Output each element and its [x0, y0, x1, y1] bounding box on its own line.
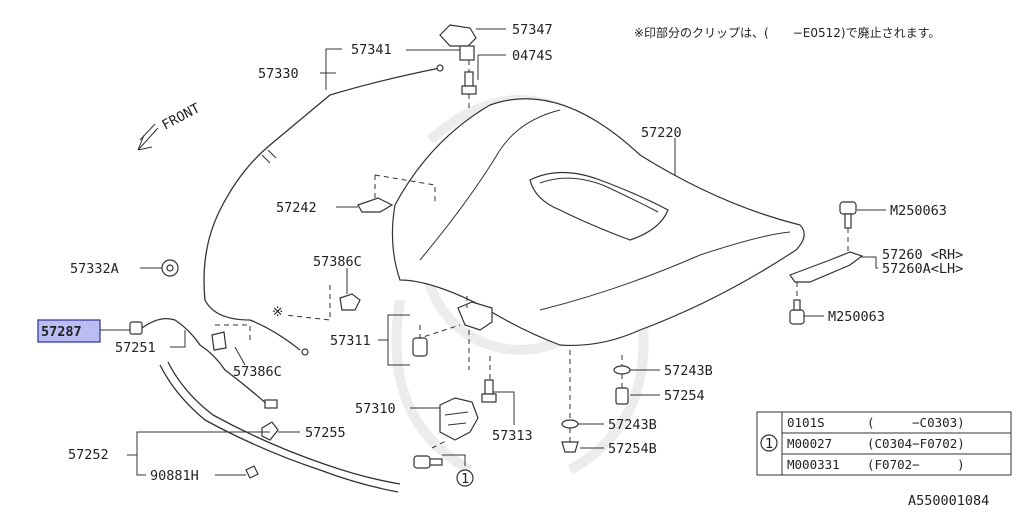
- part-M250063-lower: [789, 299, 805, 325]
- part-57386C-clip-lower: [211, 331, 227, 351]
- label-57386C-lower: 57386C: [233, 364, 282, 380]
- part-57251-release-lever: [141, 317, 269, 406]
- cable-upper-end: [436, 64, 444, 72]
- label-57254B: 57254B: [608, 441, 657, 457]
- lever-end: [264, 399, 278, 409]
- leader-dash: [215, 285, 331, 340]
- label-57243B-lower: 57243B: [608, 417, 657, 433]
- leader-dash: [419, 296, 470, 370]
- table-callout-circle: [760, 434, 778, 452]
- label-57311: 57311: [330, 333, 371, 349]
- part-M250063-upper: [839, 201, 857, 229]
- part-bolt-callout-1: [413, 455, 443, 469]
- clip-mark: ※: [272, 304, 283, 320]
- part-57386C-clip-upper: [339, 293, 361, 311]
- table-row-range: (C0304−F0702): [867, 436, 965, 451]
- figure-id: A550001084: [908, 493, 989, 509]
- part-90881H-clip: [245, 465, 259, 479]
- leader-lines: [100, 28, 886, 476]
- table-row-part: 0101S: [787, 415, 825, 430]
- hood-panel: [391, 98, 805, 346]
- table-row-range: ( −C0303): [867, 415, 965, 430]
- table-callout-number: 1: [765, 436, 773, 452]
- label-0474S: 0474S: [512, 48, 553, 64]
- table-row-range: (F0702− ): [867, 457, 965, 472]
- leader-dash: [431, 356, 491, 449]
- part-57252-weatherstrip: [159, 364, 399, 493]
- label-57252: 57252: [68, 447, 109, 463]
- note-text: ※印部分のクリップは、( −E0512)で廃止されます。: [634, 25, 940, 40]
- part-57255-clip: [261, 421, 279, 441]
- label-90881H: 90881H: [150, 468, 199, 484]
- label-M250063-upper: M250063: [890, 203, 947, 219]
- label-57251: 57251: [115, 340, 156, 356]
- variant-table: 1 0101S ( −C0303) M00027 (C0304−F0702) M…: [756, 411, 1012, 476]
- label-57347: 57347: [512, 22, 553, 38]
- part-57243B-washer-upper: [613, 365, 631, 375]
- table-row-part: M00027: [787, 436, 832, 451]
- leader-dash: [796, 228, 849, 300]
- label-57254: 57254: [664, 388, 705, 404]
- part-57311-bumper: [412, 337, 428, 357]
- label-57330: 57330: [258, 66, 299, 82]
- part-57252-weatherstrip-inner: [167, 361, 401, 485]
- cable-end: [301, 348, 309, 356]
- label-57255: 57255: [305, 425, 346, 441]
- cable-break-mark: [261, 149, 277, 164]
- part-57311-striker: [457, 301, 493, 331]
- label-57313: 57313: [492, 428, 533, 444]
- label-57260-rh: 57260 <RH>: [882, 247, 963, 263]
- label-57220: 57220: [641, 125, 682, 141]
- label-57332A: 57332A: [70, 261, 119, 277]
- callout-number: 1: [461, 471, 469, 487]
- front-label: FRONT: [159, 100, 202, 133]
- table-row-part: M000331: [787, 457, 840, 472]
- callout-circle: [456, 469, 474, 487]
- part-57332A-grommet: [161, 259, 179, 277]
- release-cable: [203, 94, 331, 351]
- label-57341: 57341: [351, 42, 392, 58]
- part-57313-bolt: [481, 379, 497, 403]
- label-57242: 57242: [276, 200, 317, 216]
- highlight-57287: [37, 319, 101, 343]
- label-57243B-upper: 57243B: [664, 363, 713, 379]
- part-57310-lock: [439, 397, 479, 441]
- part-57254-cushion: [615, 387, 629, 405]
- part-57243B-washer-lower: [561, 419, 579, 429]
- label-57260A-lh: 57260A<LH>: [882, 261, 963, 277]
- part-57242-bracket: [357, 197, 394, 213]
- part-57347-latch: [439, 24, 477, 61]
- label-57386C-upper: 57386C: [313, 254, 362, 270]
- label-57287[interactable]: 57287: [41, 324, 82, 340]
- front-arrow-icon: [137, 123, 159, 151]
- leader-dash: [374, 174, 436, 205]
- label-57310: 57310: [355, 401, 396, 417]
- part-57254B-cushion: [561, 441, 579, 453]
- part-57287-knob: [129, 321, 143, 335]
- part-0474S-bolt: [461, 71, 477, 95]
- label-M250063-lower: M250063: [828, 309, 885, 325]
- part-57260-hinge: [789, 251, 864, 283]
- cable-upper: [329, 67, 441, 96]
